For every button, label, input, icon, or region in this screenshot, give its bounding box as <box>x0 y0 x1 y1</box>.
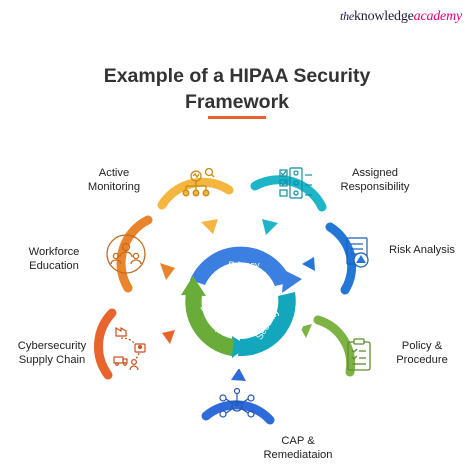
brand-word2: academy <box>413 9 463 24</box>
policy-procedure-pointer <box>300 324 312 338</box>
label-assigned-responsibility: Assigned Responsibility <box>340 167 410 193</box>
brand-logo: theknowledgeacademy <box>340 9 462 25</box>
label-cap-remediation: CAP & Remediataion <box>263 435 333 461</box>
label-workforce-education: Workforce Education <box>28 246 80 272</box>
page-title: Example of a HIPAA Security Framework <box>0 63 474 115</box>
active-monitoring-pointer <box>201 219 218 234</box>
cycle-security-arrowhead <box>232 336 248 358</box>
risk-analysis-arc <box>325 222 357 295</box>
risk-analysis-pointer <box>302 257 315 271</box>
clipboard-icon <box>347 338 371 371</box>
cycle-privacy-segment <box>190 246 292 286</box>
title-line1: Example of a HIPAA Security <box>103 65 371 87</box>
policy-procedure-arc <box>313 315 356 377</box>
cap-remediation-pointer <box>231 368 246 381</box>
cycle-privacy-label: Privacy <box>228 260 259 271</box>
risk-document-icon <box>346 237 369 268</box>
title-underline <box>208 116 266 119</box>
cycle-breach-segment <box>185 288 234 356</box>
label-risk-analysis: Risk Analysis <box>389 244 455 256</box>
assigned-responsibility-arc <box>250 175 327 212</box>
cycle-privacy-arrowhead <box>282 270 302 293</box>
cap-remediation-arc <box>201 400 275 425</box>
brand-word1: knowledge <box>354 9 414 24</box>
team-icon <box>106 234 146 274</box>
network-people-icon <box>219 387 255 418</box>
cycle-security-segment <box>238 292 296 357</box>
cybersecurity-arc <box>94 308 117 380</box>
label-cybersecurity-supply-chain: Cybersecurity Supply Chain <box>17 340 87 366</box>
cycle-breach-arrowhead <box>181 276 206 296</box>
supply-chain-icon <box>113 326 146 371</box>
checklist-people-icon <box>279 167 312 199</box>
assigned-responsibility-pointer <box>262 219 278 235</box>
brand-prefix: the <box>339 9 354 23</box>
workforce-pointer <box>160 263 175 280</box>
org-chart-monitor-icon <box>182 167 215 197</box>
cybersecurity-pointer <box>162 330 175 344</box>
title-line2: Framework <box>184 91 290 113</box>
label-active-monitoring: Active Monitoring <box>87 167 141 193</box>
active-monitoring-arc <box>157 177 234 210</box>
label-policy-procedure: Policy & Procedure <box>396 340 448 366</box>
